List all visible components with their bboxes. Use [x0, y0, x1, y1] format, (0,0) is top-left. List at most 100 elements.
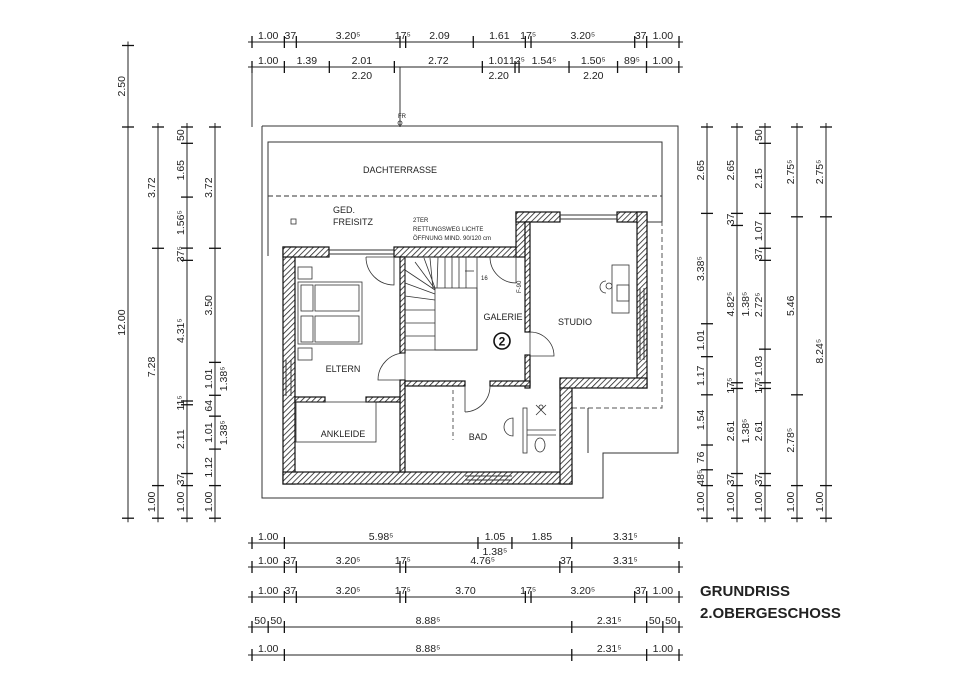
dimension-sublabel: 2.20	[488, 70, 509, 82]
dimension-label: 17⁵	[753, 378, 765, 394]
dimension-label: 1.01	[203, 368, 215, 389]
dimension-label: 2.11	[175, 429, 187, 449]
dimension-label: 1.56⁵	[175, 210, 187, 235]
dimension-label: 1.00	[258, 555, 279, 567]
dimension-label: 37	[284, 555, 296, 567]
dimension-label: 5.98⁵	[369, 531, 394, 543]
dimension-label: 1.12	[203, 457, 215, 478]
dimension-label: 37	[725, 213, 737, 225]
dimension-label: 37	[284, 585, 296, 597]
dimension-label: 50	[175, 129, 187, 141]
dimension-label: 4.76⁵	[470, 555, 495, 567]
dimension-label: 1.00	[695, 492, 707, 513]
dimension-label: 37	[635, 30, 647, 42]
dimension-label: 17⁵	[395, 585, 411, 597]
dimension-label: 1.05	[485, 531, 506, 543]
dimension-label: 3.20⁵	[570, 585, 595, 597]
dimension-label: 1.61	[489, 30, 510, 42]
dimension-label: 3.38⁵	[695, 256, 707, 281]
dimension-label: 1.54⁵	[532, 55, 557, 67]
dimension-label: 3.20⁵	[570, 30, 595, 42]
f90-label: F-90	[517, 280, 523, 293]
dimension-label: 1.00	[653, 30, 674, 42]
dimension-label: 3.20⁵	[336, 30, 361, 42]
dimension-label: 3.72	[203, 177, 215, 198]
dimension-label: 1.00	[146, 492, 158, 513]
dimension-label: 2.50	[116, 76, 128, 97]
dimension-label: 1.00	[258, 643, 279, 655]
dimension-label: 50	[254, 615, 266, 627]
room-label-studio: STUDIO	[558, 317, 592, 327]
dimension-label: 50	[649, 615, 661, 627]
room-labels: DACHTERRASSE GED. FREISITZ 2TER RETTUNGS…	[321, 114, 592, 442]
staircase	[404, 256, 478, 351]
dimension-label: 1.39	[297, 55, 318, 67]
dimension-label: 1.00	[785, 492, 797, 513]
dimension-label: 37	[635, 585, 647, 597]
dimension-sublabel: 1.38⁵	[483, 546, 508, 558]
dimension-label: 2.31⁵	[597, 643, 622, 655]
dimension-label: 37	[560, 555, 572, 567]
dimension-label: 3.31⁵	[613, 531, 638, 543]
dimension-label: 1.00	[258, 531, 279, 543]
dimension-label: 17⁵	[395, 30, 411, 42]
dimension-label: 8.88⁵	[416, 643, 441, 655]
dimension-label: 3.50	[203, 295, 215, 316]
extension-lines	[251, 67, 401, 127]
dimension-label: 2.61	[725, 421, 737, 442]
dimension-label: 1.65	[175, 160, 187, 181]
dimension-label: 1.01	[488, 55, 509, 67]
dimension-label: 1.00	[653, 643, 674, 655]
dimension-label: 37	[725, 474, 737, 486]
dimension-label: 50	[270, 615, 282, 627]
room-label-dachterrasse: DACHTERRASSE	[363, 165, 437, 175]
dimension-label: 37	[175, 474, 187, 486]
roof-dashed-line	[572, 222, 663, 409]
dimension-label: 17⁵	[725, 378, 737, 394]
dimension-label: 2.78⁵	[785, 428, 797, 453]
dimension-sublabel: 2.20	[583, 70, 604, 82]
terrace-outline	[267, 141, 663, 256]
dimension-label: 2.65	[725, 160, 737, 181]
dimension-label: 37	[753, 248, 765, 260]
dimension-label: 2.72⁵	[753, 292, 765, 317]
dimension-label: 4.82⁵	[725, 292, 737, 317]
dimension-label: 3.72	[146, 177, 158, 198]
dimension-label: 1.50⁵	[581, 55, 606, 67]
dimension-label: 37	[284, 30, 296, 42]
dimension-label: 2.75⁵	[785, 160, 797, 185]
dimension-label: 1.54	[695, 410, 707, 431]
dimension-label: 17⁵	[395, 555, 411, 567]
note-line-3: ÖFFNUNG MIND. 90/120 cm	[413, 235, 491, 242]
dimension-label: 1.00	[725, 492, 737, 513]
dimension-label: 2.72	[428, 55, 449, 67]
room-label-galerie: GALERIE	[483, 312, 522, 322]
walls	[282, 211, 648, 485]
dimension-sublabel: 1.38⁵	[218, 420, 230, 445]
dimension-label: 1.01	[695, 330, 707, 351]
note-line-2: RETTUNGSWEG LICHTE	[413, 227, 483, 233]
room-label-bad: BAD	[469, 432, 488, 442]
dimension-label: 1.00	[814, 492, 826, 513]
dimension-label: 2.61	[753, 421, 765, 442]
dimension-label: 1.00	[175, 492, 187, 513]
dimension-label: 1.03	[753, 356, 765, 377]
dimension-label: 2.75⁵	[814, 160, 826, 185]
dimension-label: 2.65	[695, 160, 707, 181]
dimension-sublabel: 1.38⁵	[740, 292, 752, 317]
dimension-label: 3.20⁵	[336, 585, 361, 597]
dimension-label: 1.85	[532, 531, 553, 543]
dimension-label: 11⁵	[175, 395, 187, 410]
dimension-label: 1.00	[258, 55, 279, 67]
dimension-label: 7.28	[146, 357, 158, 378]
dimension-label: 64	[203, 400, 215, 412]
doors	[365, 256, 555, 440]
dimension-label: 50	[665, 615, 677, 627]
dimension-label: 37	[753, 474, 765, 486]
dimension-label: 1.00	[203, 492, 215, 513]
dimension-sublabel: 2.20	[352, 70, 373, 82]
dimension-label: 76	[695, 451, 707, 463]
dimension-label: 2.01	[352, 55, 373, 67]
